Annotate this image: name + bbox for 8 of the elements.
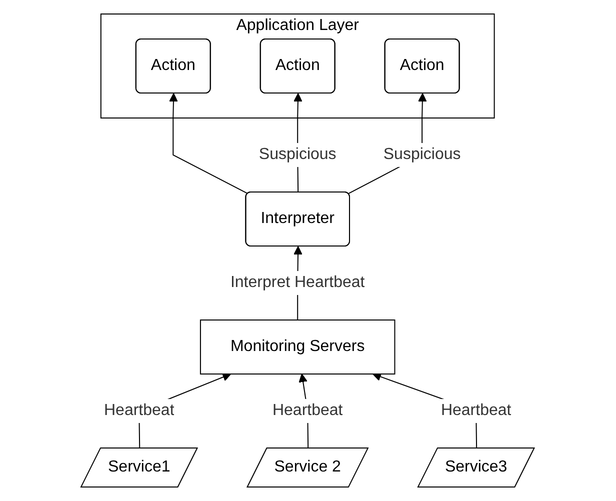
edge-label: Suspicious [259,146,337,163]
edge-label: Heartbeat [441,402,512,419]
edge-label: Suspicious [384,146,462,163]
edge-label: Interpret Heartbeat [230,274,366,291]
edge-label: Heartbeat [272,402,344,419]
node-box: Monitoring Servers [200,320,396,374]
arrow [169,93,249,194]
edge-label: Heartbeat [104,402,175,419]
